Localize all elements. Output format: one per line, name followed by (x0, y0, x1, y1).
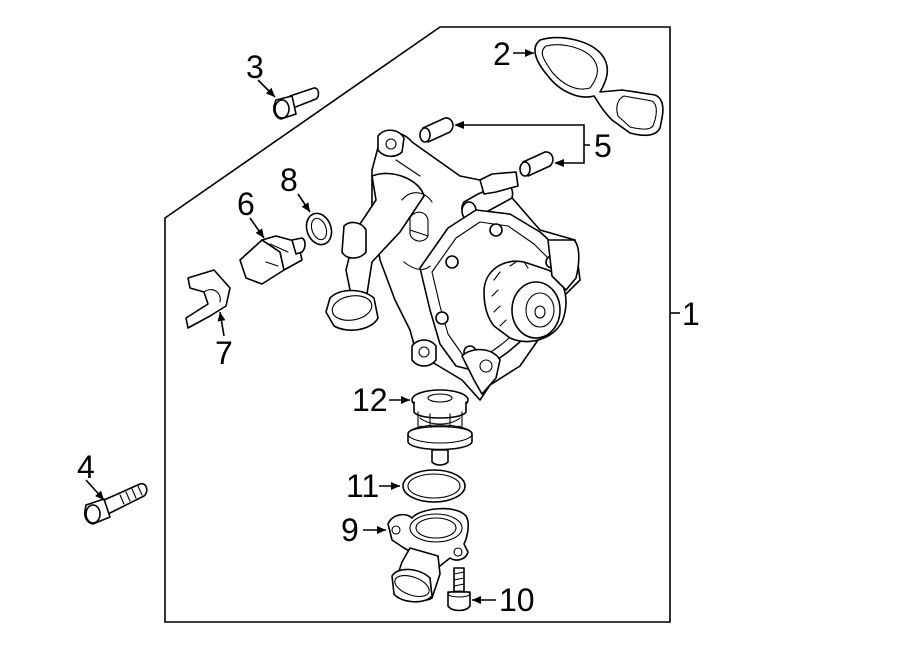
screw-part-10 (447, 567, 471, 612)
leader-5-arrow-a (454, 121, 464, 129)
bolt-part-3 (273, 87, 320, 120)
leader-3 (257, 79, 276, 98)
leader-8 (297, 193, 311, 213)
leader-7 (217, 311, 226, 337)
clip-part (185, 269, 231, 329)
callout-5: 5 (594, 128, 612, 164)
callout-1: 1 (682, 296, 700, 332)
o-ring-part-8 (305, 212, 333, 246)
leader-5 (456, 124, 590, 164)
leader-lines (85, 49, 680, 604)
callout-10: 10 (499, 582, 535, 618)
sensor-part (239, 235, 306, 285)
callout-6: 6 (237, 186, 255, 222)
callout-2: 2 (493, 36, 511, 72)
leader-5-arrow-b (554, 159, 564, 167)
callout-labels: 1 2 3 4 5 6 7 8 9 10 11 12 (77, 36, 700, 618)
callout-4: 4 (77, 449, 95, 485)
callout-7: 7 (215, 335, 233, 371)
callout-3: 3 (246, 49, 264, 85)
o-ring-part-11 (402, 469, 466, 503)
leader-6 (249, 217, 265, 239)
callout-8: 8 (280, 162, 298, 198)
gasket-part (534, 36, 664, 137)
callout-12: 12 (352, 382, 388, 418)
callout-11: 11 (346, 468, 379, 504)
dowel-pin-lower (519, 151, 554, 177)
bolt-part-4 (84, 482, 148, 525)
pump-housing-part (325, 129, 581, 401)
leader-4 (85, 479, 105, 501)
callout-9: 9 (341, 512, 359, 548)
thermostat-part (407, 389, 473, 466)
assembly-boundary (164, 26, 671, 623)
thermostat-housing-part (387, 507, 469, 603)
dowel-pin-upper (419, 117, 454, 143)
